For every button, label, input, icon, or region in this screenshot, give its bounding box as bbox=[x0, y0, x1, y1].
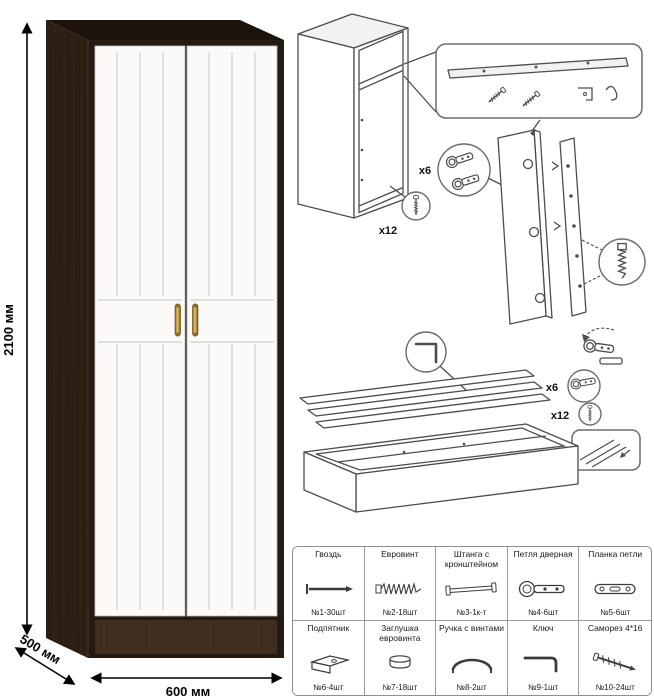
euroscrew-callout bbox=[598, 238, 646, 286]
part-name: Ключ bbox=[532, 623, 554, 633]
wardrobe-side-panel bbox=[46, 20, 88, 658]
part-name: Штанга с кронштейном bbox=[444, 549, 499, 569]
part-qty: №9-1шт bbox=[527, 683, 559, 692]
hinge-callout: x6 bbox=[419, 143, 505, 197]
part-name: Саморез 4*16 bbox=[587, 623, 643, 633]
width-dimension-arrow: 600 мм bbox=[90, 672, 283, 699]
left-door[interactable] bbox=[94, 45, 186, 617]
height-dimension-arrow: 2100 мм bbox=[1, 22, 33, 636]
part-cell-key: Ключ №9-1шт bbox=[507, 621, 580, 695]
screw-qty-bottom-label: x12 bbox=[551, 410, 569, 422]
hinge-plate-icon bbox=[587, 569, 643, 608]
part-name: Ручка с винтами bbox=[438, 623, 504, 633]
carcass-drawing bbox=[297, 13, 409, 219]
part-qty: №5-6шт bbox=[600, 608, 631, 617]
mounting-rail-drawing bbox=[447, 57, 629, 79]
foot-pad-icon bbox=[300, 643, 356, 683]
part-cell-door-hinge: Петля дверная №4-6шт bbox=[507, 547, 580, 621]
wardrobe-illustration bbox=[46, 20, 284, 658]
hinge-qty-top-label: x6 bbox=[419, 165, 431, 177]
wardrobe-plinth bbox=[95, 620, 277, 654]
left-door-grooves bbox=[98, 52, 182, 610]
part-name: Заглушка евровинта bbox=[379, 623, 421, 643]
nail-callout: x12 bbox=[379, 185, 431, 237]
panels-callout bbox=[571, 429, 641, 471]
part-cell-euroscrew: Евровинт №2-18шт bbox=[364, 547, 437, 621]
hook-drawing bbox=[605, 85, 618, 101]
part-cell-screw-cap: Заглушка евровинта №7-18шт bbox=[364, 621, 437, 695]
screw-cap-icon bbox=[372, 644, 428, 683]
euroscrew-icon bbox=[372, 569, 428, 608]
wood-grain-lines bbox=[52, 23, 83, 656]
part-name: Гвоздь bbox=[315, 549, 342, 559]
part-cell-hinge-plate: Планка петли №5-6шт bbox=[579, 547, 651, 621]
side-panel-drawing bbox=[551, 137, 609, 317]
part-qty: №8-2шт bbox=[456, 683, 487, 692]
part-qty: №1-30шт bbox=[310, 608, 346, 617]
part-qty: №10-24шт bbox=[595, 683, 635, 692]
part-name: Петля дверная bbox=[513, 549, 573, 559]
part-cell-nail: Гвоздь №1-30шт bbox=[293, 547, 365, 621]
rod-icon bbox=[443, 570, 499, 608]
part-qty: №3-1к-т bbox=[456, 608, 487, 617]
nail-icon bbox=[300, 569, 356, 608]
door-handle[interactable] bbox=[192, 303, 199, 337]
rail-callout bbox=[403, 43, 643, 119]
key-icon bbox=[515, 643, 571, 683]
nail-qty-top-label: x12 bbox=[379, 225, 397, 237]
base-box-drawing bbox=[303, 423, 579, 513]
assembly-diagram: x6 x12 bbox=[297, 13, 646, 513]
part-name: Планка петли bbox=[588, 549, 643, 559]
key-icon bbox=[414, 342, 438, 364]
parts-table: Гвоздь №1-30шт Евровинт №2-18шт Шта bbox=[292, 546, 652, 696]
part-qty: №7-18шт bbox=[382, 683, 418, 692]
part-cell-screw: Саморез 4*16 №10-24шт bbox=[579, 621, 651, 695]
part-cell-rod: Штанга с кронштейном №3-1к-т bbox=[436, 547, 508, 621]
part-qty: №4-6шт bbox=[527, 608, 559, 617]
part-qty: №2-18шт bbox=[382, 608, 418, 617]
part-cell-handle: Ручка с винтами №8-2шт bbox=[436, 621, 508, 695]
door-handle[interactable] bbox=[174, 303, 181, 337]
right-door[interactable] bbox=[186, 45, 278, 617]
hinge-qty-bottom-label: x6 bbox=[546, 382, 558, 394]
right-door-grooves bbox=[190, 52, 274, 610]
hinge-mount-detail bbox=[582, 327, 623, 365]
width-dimension-label: 600 мм bbox=[166, 684, 211, 699]
part-name: Подпятник bbox=[307, 623, 350, 633]
bottom-screw-callout: x12 bbox=[551, 402, 602, 426]
part-name: Евровинт bbox=[381, 549, 419, 559]
flat-panels-drawing bbox=[299, 369, 551, 429]
part-cell-foot-pad: Подпятник №6-4шт bbox=[293, 621, 365, 695]
handle-icon bbox=[443, 643, 499, 683]
part-qty: №6-4шт bbox=[313, 683, 344, 692]
key-callout bbox=[405, 331, 467, 391]
door-hinge-icon bbox=[515, 569, 571, 608]
screw-icon bbox=[587, 643, 643, 683]
bottom-hinge-callout: x6 bbox=[546, 369, 601, 403]
height-dimension-label: 2100 мм bbox=[1, 304, 16, 356]
door-panel-drawing bbox=[497, 119, 553, 325]
wardrobe-top bbox=[46, 20, 284, 40]
bracket-drawing bbox=[578, 87, 593, 101]
